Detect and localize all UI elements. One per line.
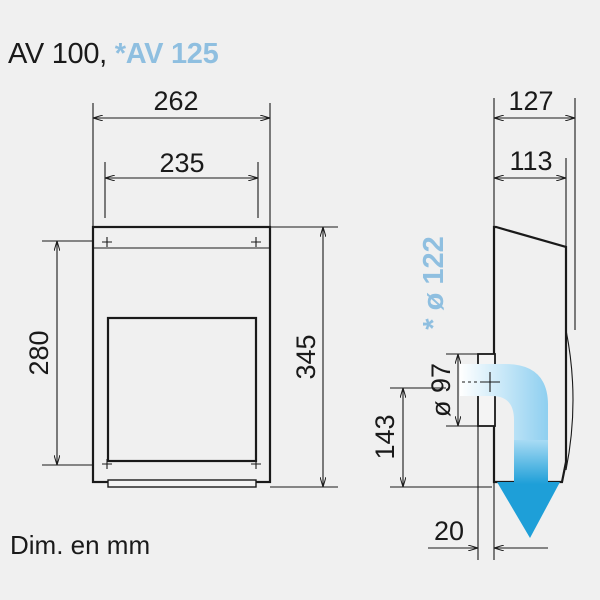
front-housing (91, 225, 272, 484)
product-title: AV 100, *AV 125 (8, 38, 219, 71)
dim-duct-height: 143 (370, 387, 492, 488)
model-names: AV 100, (8, 38, 115, 70)
dim-width-outer: 262 (92, 86, 271, 227)
airflow-duct-down (514, 440, 548, 484)
dim-duct-offset: 20 (428, 426, 548, 560)
dim-depth-outer: 127 (493, 86, 576, 330)
mounting-hole-markers (102, 237, 261, 469)
dim-duct-height-label: 143 (370, 414, 400, 459)
dim-depth-inner-label: 113 (509, 146, 552, 176)
duct-center-marker (480, 372, 500, 392)
dim-duct-diameter: ø 97 (426, 353, 478, 427)
dim-duct-offset-label: 20 (434, 516, 464, 546)
dim-duct-diameter-label: ø 97 (426, 363, 456, 417)
dim-height-outer: 345 (270, 226, 338, 488)
units-note: Dim. en mm (10, 530, 151, 560)
front-grille-panel (106, 316, 258, 463)
dim-height-inner: 280 (24, 240, 92, 466)
accent-model-name: *AV 125 (114, 38, 219, 70)
dim-depth-inner: 113 (494, 146, 567, 247)
dim-duct-diameter-alt-label: * ø 122 (418, 236, 450, 330)
dim-width-outer-label: 262 (153, 86, 198, 116)
dim-depth-outer-label: 127 (508, 86, 553, 116)
front-base-plate (107, 479, 257, 488)
dim-width-inner: 235 (104, 148, 259, 218)
side-view: 127 113 ø 97 * ø 122 143 (370, 86, 576, 560)
dim-height-outer-label: 345 (291, 334, 321, 379)
front-view: 262 235 280 345 (24, 86, 338, 488)
dim-height-inner-label: 280 (24, 330, 54, 375)
dim-width-inner-label: 235 (159, 148, 204, 178)
airflow-arrow-head (497, 482, 560, 538)
side-front-curve (565, 329, 574, 471)
